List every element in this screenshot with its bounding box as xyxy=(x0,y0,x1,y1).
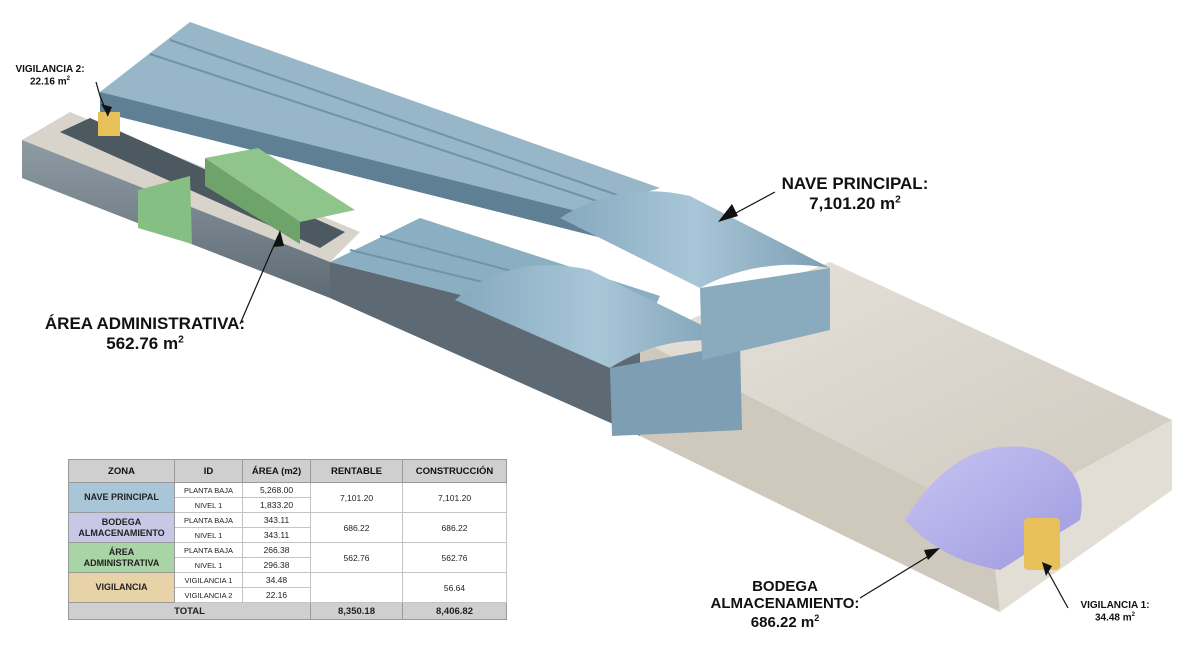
total-label: TOTAL xyxy=(68,602,311,620)
callout-admin-value: 562.76 m xyxy=(106,333,179,353)
callout-vigilancia-1: VIGILANCIA 1: 34.48 m2 xyxy=(1070,600,1160,623)
admin-area-block-side xyxy=(205,158,300,244)
area-cell: 343.11 xyxy=(242,512,311,528)
total-rentable: 8,350.18 xyxy=(310,602,403,620)
callout-bodega: BODEGA ALMACENAMIENTO: 686.22 m2 xyxy=(710,578,860,631)
id-cell: PLANTA BAJA xyxy=(174,512,243,528)
rentable-cell: 562.76 xyxy=(310,542,403,573)
id-cell: PLANTA BAJA xyxy=(174,542,243,558)
area-cell: 5,268.00 xyxy=(242,482,311,498)
callout-nave-sup: 2 xyxy=(895,193,901,205)
callout-vigilancia-2-name: VIGILANCIA 2: xyxy=(15,64,85,75)
area-cell: 266.38 xyxy=(242,542,311,558)
callout-arrowheads xyxy=(101,104,1052,576)
rentable-cell xyxy=(310,572,403,603)
area-cell: 1,833.20 xyxy=(242,497,311,513)
callout-vigilancia-2: VIGILANCIA 2: 22.16 m2 xyxy=(10,64,90,87)
callout-bodega-value: 686.22 m xyxy=(750,613,815,631)
callout-vigilancia-2-sup: 2 xyxy=(66,75,71,82)
callout-nave-value: 7,101.20 m xyxy=(809,193,896,213)
nave-vault-front xyxy=(455,265,740,368)
id-cell: NIVEL 1 xyxy=(174,557,243,573)
area-cell: 34.48 xyxy=(242,572,311,588)
header-construccion: CONSTRUCCIÓN xyxy=(402,459,507,483)
table-row: NIVEL 1 343.11 xyxy=(69,527,507,543)
admin-area-block xyxy=(205,148,355,222)
zone-nave-principal: NAVE PRINCIPAL xyxy=(68,482,175,513)
id-cell: NIVEL 1 xyxy=(174,497,243,513)
callout-admin-name: ÁREA ADMINISTRATIVA: xyxy=(44,314,246,333)
area-cell: 22.16 xyxy=(242,587,311,603)
callout-bodega-name-1: BODEGA xyxy=(752,578,818,595)
nave-vault-back xyxy=(560,191,830,288)
callout-area-administrativa: ÁREA ADMINISTRATIVA: 562.76 m2 xyxy=(40,314,250,353)
table-row: NIVEL 1 296.38 xyxy=(69,557,507,573)
id-cell: VIGILANCIA 1 xyxy=(174,572,243,588)
nave-roof-saw xyxy=(100,22,660,212)
area-cell: 296.38 xyxy=(242,557,311,573)
callout-bodega-sup: 2 xyxy=(814,612,820,623)
table-total-row: TOTAL 8,350.18 8,406.82 xyxy=(68,602,507,620)
callout-vigilancia-1-name: VIGILANCIA 1: xyxy=(1080,600,1150,611)
table-row: NAVE PRINCIPAL PLANTA BAJA 5,268.00 7,10… xyxy=(68,482,507,513)
vigilancia-2-box xyxy=(98,112,120,136)
construccion-cell: 562.76 xyxy=(402,542,507,573)
id-cell: NIVEL 1 xyxy=(174,527,243,543)
construccion-cell: 686.22 xyxy=(402,512,507,543)
nave-vault-back-face xyxy=(700,268,830,360)
callout-bodega-name-2: ALMACENAMIENTO: xyxy=(710,595,860,613)
rentable-cell: 7,101.20 xyxy=(310,482,403,513)
total-construccion: 8,406.82 xyxy=(402,602,507,620)
table-row: VIGILANCIA VIGILANCIA 1 34.48 56.64 xyxy=(68,572,507,603)
callout-vigilancia-1-sup: 2 xyxy=(1131,611,1136,618)
header-area: ÁREA (m2) xyxy=(242,459,311,483)
construccion-cell: 7,101.20 xyxy=(402,482,507,513)
header-rentable: RENTABLE xyxy=(310,459,403,483)
table-header-row: ZONA ID ÁREA (m2) RENTABLE CONSTRUCCIÓN xyxy=(68,459,507,483)
rentable-cell: 686.22 xyxy=(310,512,403,543)
id-cell: VIGILANCIA 2 xyxy=(174,587,243,603)
header-id: ID xyxy=(174,459,243,483)
area-cell: 343.11 xyxy=(242,527,311,543)
zone-vigilancia: VIGILANCIA xyxy=(68,572,175,603)
nave-vault-front-face xyxy=(610,344,742,436)
callout-admin-sup: 2 xyxy=(178,333,184,345)
callout-vigilancia-2-value: 22.16 m xyxy=(29,75,67,87)
callout-nave-name: NAVE PRINCIPAL: xyxy=(781,174,929,193)
construccion-cell: 56.64 xyxy=(402,572,507,603)
admin-area-floor xyxy=(138,176,192,244)
callout-vigilancia-1-value: 34.48 m xyxy=(1094,611,1132,623)
site-slab-edge-dark xyxy=(330,262,640,436)
vigilancia-1-box xyxy=(1024,518,1060,570)
header-zona: ZONA xyxy=(68,459,175,483)
area-summary-table: ZONA ID ÁREA (m2) RENTABLE CONSTRUCCIÓN … xyxy=(68,459,507,620)
nave-side-wall xyxy=(100,92,650,250)
id-cell: PLANTA BAJA xyxy=(174,482,243,498)
callout-nave-principal: NAVE PRINCIPAL: 7,101.20 m2 xyxy=(770,174,940,213)
table-row: NIVEL 1 1,833.20 xyxy=(69,497,507,513)
